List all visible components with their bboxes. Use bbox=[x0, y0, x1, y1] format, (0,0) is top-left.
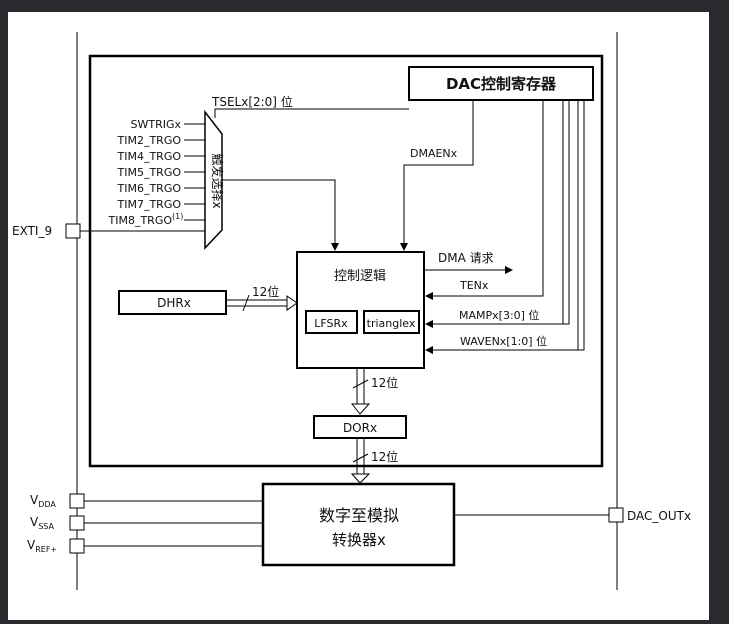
lfsr-box bbox=[305, 310, 358, 334]
trigger-input-label: TIM8_TRGO bbox=[108, 214, 173, 227]
dor-label: DORx bbox=[343, 421, 377, 435]
triangle-box bbox=[363, 310, 420, 334]
lfsr-label: LFSRx bbox=[314, 317, 348, 330]
dor-bus-width: 12位 bbox=[371, 449, 398, 464]
converter-box bbox=[261, 482, 456, 567]
mamp-label: MAMPx[3:0] 位 bbox=[459, 308, 539, 322]
mamp-line-b bbox=[425, 100, 570, 328]
ten-label: TENx bbox=[459, 279, 489, 292]
vref-pin-box bbox=[69, 538, 85, 554]
dor-bus-slash bbox=[352, 453, 369, 463]
trigger-input-label: TIM6_TRGO bbox=[117, 182, 182, 195]
trigger-input-label: TIM5_TRGO bbox=[117, 166, 182, 179]
tsel-label: TSELx[2:0] 位 bbox=[211, 94, 293, 109]
logic-bus-width: 12位 bbox=[371, 375, 398, 390]
vdda-label: VDDA bbox=[30, 493, 56, 509]
tsel-line bbox=[214, 108, 409, 118]
dor-box bbox=[313, 415, 407, 439]
trigger-selector-label: 触发选择x bbox=[210, 153, 225, 208]
trigger-selector-mux bbox=[204, 109, 223, 250]
triangle-label: trianglex bbox=[367, 317, 416, 330]
waven-line-b bbox=[425, 100, 585, 354]
dhr-bus-slash bbox=[242, 294, 250, 312]
logic-bus-arrowhead bbox=[350, 403, 371, 415]
dac-output-pin-box bbox=[608, 507, 624, 523]
logic-bus-slash bbox=[352, 379, 369, 389]
exti-pin-box bbox=[65, 223, 81, 239]
dhr-label: DHRx bbox=[157, 296, 191, 310]
mux-output-line bbox=[222, 179, 339, 251]
dhr-box bbox=[118, 290, 227, 315]
dma-request-label: DMA 请求 bbox=[438, 251, 494, 265]
dac-control-register-label: DAC控制寄存器 bbox=[446, 75, 557, 93]
vdda-pin-box bbox=[69, 493, 85, 509]
dmaen-label: DMAENx bbox=[410, 147, 458, 160]
ten-line bbox=[425, 100, 544, 300]
trigger-input-label: TIM4_TRGO bbox=[117, 150, 182, 163]
dhr-bus-width: 12位 bbox=[252, 284, 279, 299]
vref-label: VREF+ bbox=[27, 538, 57, 554]
converter-label-line1: 数字至模拟 bbox=[319, 506, 399, 525]
exti-pin-label: EXTI_9 bbox=[12, 224, 52, 238]
dor-bus-arrowhead bbox=[350, 473, 371, 484]
trigger-input-label: TIM2_TRGO bbox=[117, 134, 182, 147]
dac-outer-box bbox=[88, 54, 604, 468]
waven-label: WAVENx[1:0] 位 bbox=[460, 334, 547, 348]
trigger-input-label: TIM7_TRGO bbox=[117, 198, 182, 211]
dac-output-label: DAC_OUTx bbox=[627, 509, 691, 523]
control-logic-label: 控制逻辑 bbox=[334, 269, 386, 284]
converter-label-line2: 转换器x bbox=[332, 531, 386, 549]
power-pins: VDDA VSSA VREF+ bbox=[27, 493, 263, 554]
vssa-label: VSSA bbox=[30, 515, 55, 531]
vssa-pin-box bbox=[69, 515, 85, 531]
dac-control-register-box bbox=[408, 66, 594, 101]
dhr-bus-arrowhead bbox=[286, 295, 298, 311]
trigger-input-superscript: (1) bbox=[172, 212, 183, 221]
dmaen-line bbox=[400, 100, 474, 251]
trigger-inputs: SWTRIGx TIM2_TRGO TIM4_TRGO TIM5_TRGO TI… bbox=[108, 118, 205, 227]
trigger-input-label: SWTRIGx bbox=[131, 118, 182, 131]
